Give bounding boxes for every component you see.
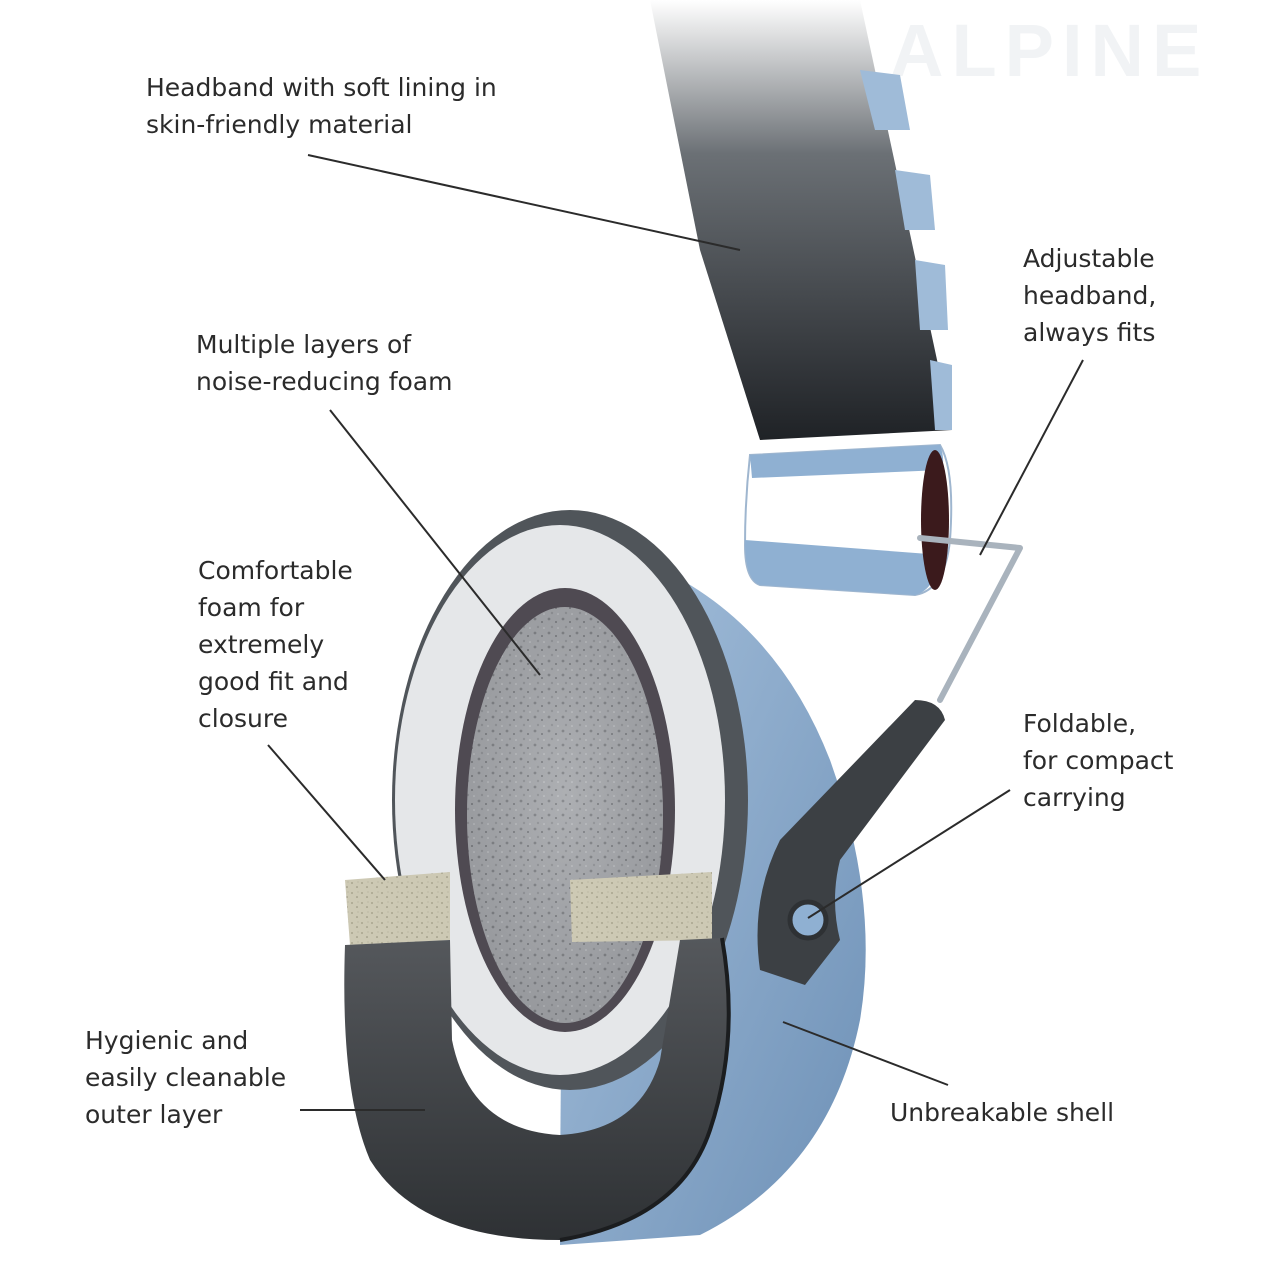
- leader-headband: [307, 154, 741, 251]
- comfort-foam-right: [570, 872, 712, 942]
- callout-foldable: Foldable, for compact carrying: [1023, 709, 1174, 812]
- leader-comfort: [267, 744, 386, 881]
- callout-hygienic: Hygienic and easily cleanable outer laye…: [85, 1026, 287, 1129]
- callout-layers: Multiple layers of noise-reducing foam: [196, 330, 453, 396]
- brand-watermark: ALPINE: [890, 9, 1210, 92]
- headband-blue-edge: [860, 70, 952, 430]
- ear-pad-rim: [559, 937, 731, 1242]
- ear-cup-group: [344, 510, 945, 1245]
- inner-foam-shade: [467, 607, 663, 1023]
- leader-adjustable: [979, 359, 1084, 556]
- callout-headband: Headband with soft lining in skin-friend…: [146, 73, 497, 139]
- leader-foldable: [807, 789, 1011, 919]
- fold-hinge-pivot: [787, 899, 829, 941]
- headband-slider-opening: [921, 450, 949, 590]
- callout-adjustable: Adjustable headband, always fits: [1023, 244, 1157, 347]
- comfort-foam-left: [345, 872, 450, 945]
- callout-comfort: Comfortable foam for extremely good fit …: [198, 556, 353, 733]
- leader-layers: [329, 409, 541, 676]
- leader-shell: [782, 1021, 949, 1086]
- ear-pad: [344, 938, 729, 1240]
- adjust-wire: [917, 535, 1023, 703]
- headband-slider-blue: [745, 540, 942, 595]
- headband-group: [650, 0, 1023, 703]
- callout-shell: Unbreakable shell: [890, 1098, 1115, 1127]
- headband-slider-top: [750, 445, 944, 478]
